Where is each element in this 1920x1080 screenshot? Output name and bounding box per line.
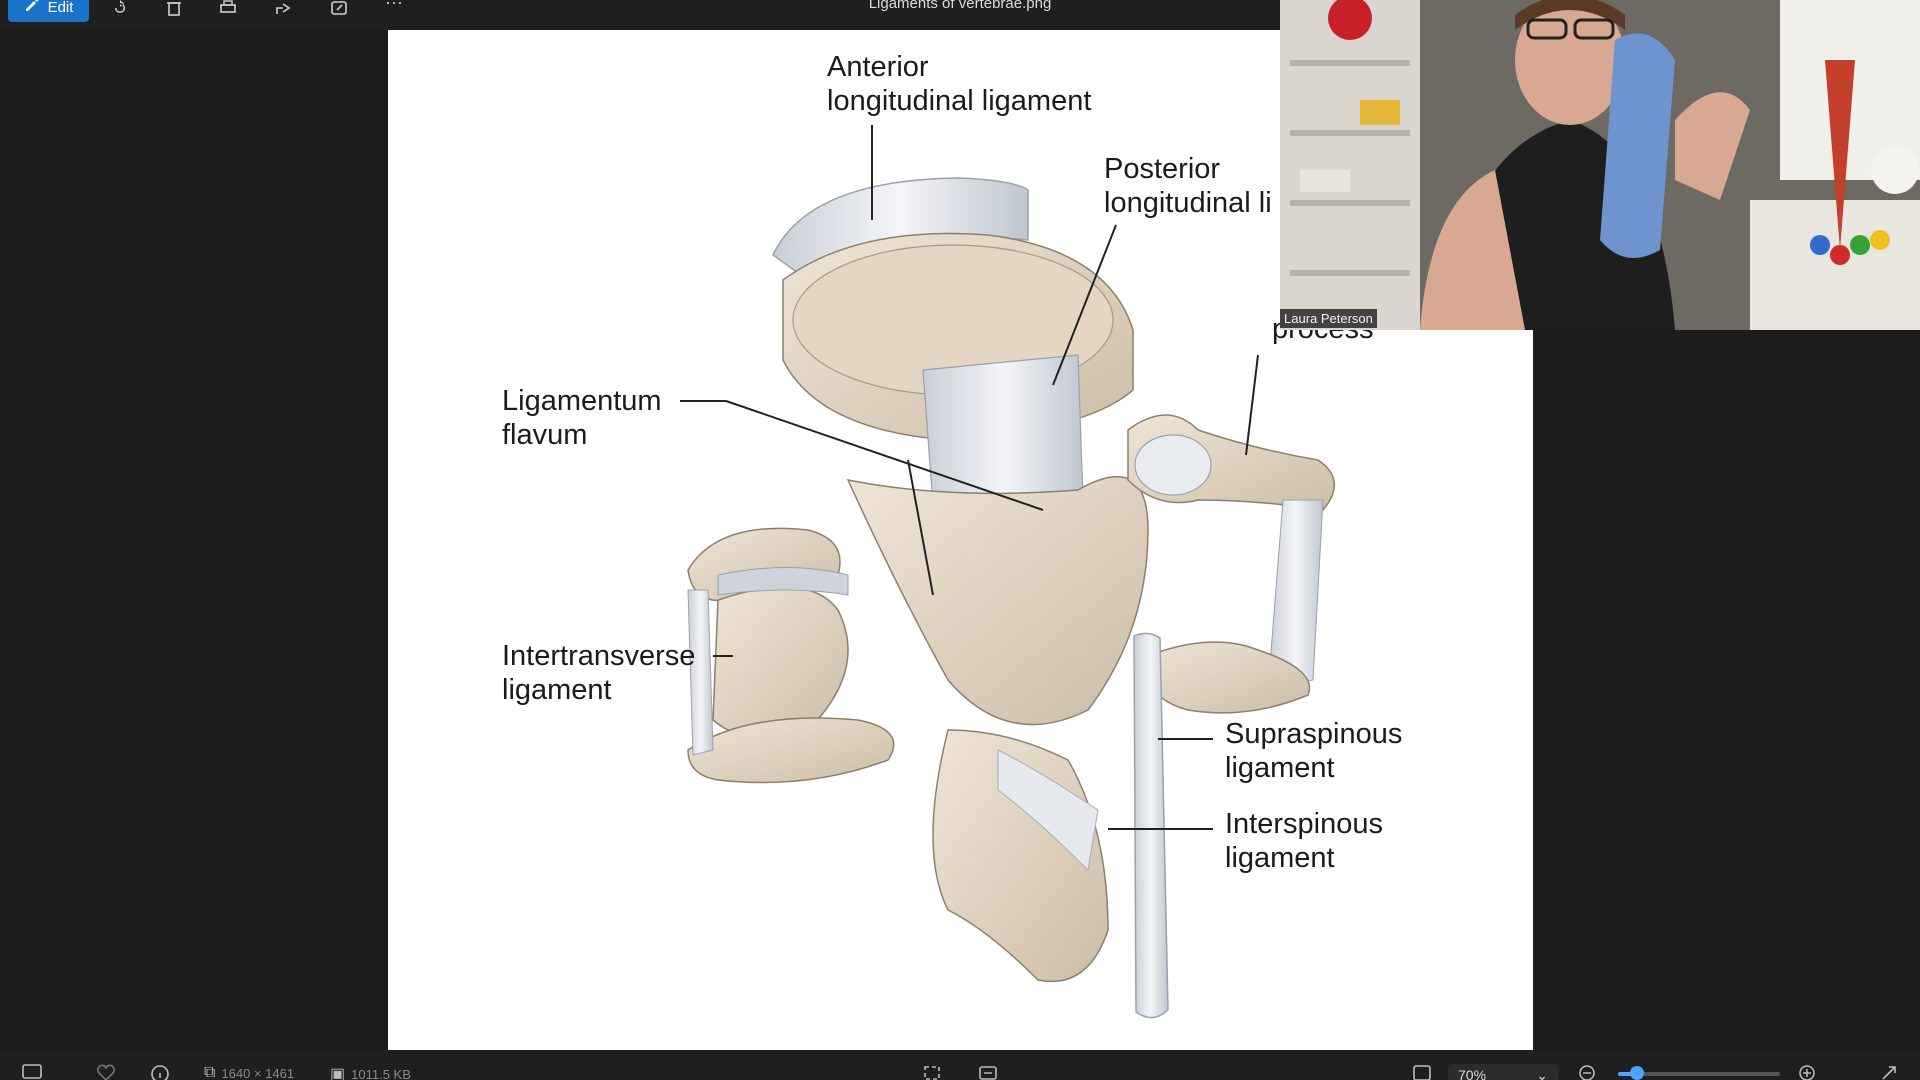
facet-joint [1134, 434, 1212, 496]
participant-name-tag: Laura Peterson [1280, 309, 1377, 328]
label-intertransverse-line2: ligament [502, 674, 612, 706]
chevron-down-icon: ⌄ [1536, 1066, 1548, 1080]
zoom-slider-thumb[interactable] [1630, 1066, 1645, 1080]
label-anterior-line2: longitudinal ligament [827, 85, 1092, 117]
window-title: Ligaments of vertebrae.png [868, 0, 1052, 12]
intervertebral-disc [717, 567, 849, 596]
participant-video[interactable] [1280, 0, 1920, 330]
fullscreen-image-icon[interactable] [1412, 1064, 1432, 1080]
label-flavum-line1: Ligamentum [502, 385, 662, 417]
dimensions-info: ⧉ 1640 × 1461 [204, 1064, 294, 1080]
posterior-ligament-shape [922, 354, 1084, 512]
lamina-shape [846, 475, 1149, 726]
zoom-slider[interactable] [1618, 1066, 1780, 1080]
edit-button[interactable]: Edit [8, 0, 89, 22]
image-size-icon: ⧉ [204, 1064, 216, 1080]
label-flavum-line2: flavum [502, 419, 588, 451]
fit-to-window-icon[interactable] [922, 1064, 942, 1080]
file-size: 1011.5 KB [351, 1066, 411, 1080]
label-anterior-line1: Anterior [827, 51, 929, 83]
right-intertransverse-shape [1267, 499, 1324, 691]
filmstrip-icon[interactable] [22, 1064, 42, 1080]
status-bar: ⧉ 1640 × 1461 ▣ 1011.5 KB 70% ⌄ [0, 1050, 1920, 1080]
lower-vertebral-body [712, 586, 849, 739]
delete-icon[interactable] [162, 0, 186, 20]
more-icon[interactable]: ··· [385, 0, 403, 12]
supraspinous-ligament-shape [1133, 632, 1169, 1019]
leader-lines [680, 125, 1259, 830]
rotate-icon[interactable] [108, 0, 132, 20]
zoom-slider-fill [1618, 1072, 1638, 1076]
zoom-out-icon[interactable] [1578, 1064, 1596, 1080]
label-posterior-line2: longitudinal li [1104, 187, 1272, 219]
disk-icon: ▣ [330, 1066, 346, 1080]
zoom-in-icon[interactable] [1798, 1064, 1816, 1080]
intertransverse-ligament-shape [687, 589, 714, 756]
zoom-level-value: 70% [1458, 1067, 1487, 1080]
vertebrae-illustration [680, 125, 1336, 1019]
label-interspinous-line2: ligament [1225, 842, 1335, 874]
zoom-level-select[interactable]: 70% ⌄ [1448, 1064, 1558, 1080]
label-intertransverse-line1: Intertransverse [502, 640, 696, 672]
print-icon[interactable] [216, 0, 240, 20]
right-lower-transverse [1137, 641, 1311, 714]
interspinous-fan [997, 749, 1099, 872]
edit-button-label: Edit [47, 0, 74, 16]
actual-size-icon[interactable] [978, 1064, 998, 1080]
left-lower-transverse [687, 717, 895, 784]
filesize-info: ▣ 1011.5 KB [330, 1064, 411, 1080]
edit-pen-icon [24, 0, 40, 17]
label-interspinous-line1: Interspinous [1225, 808, 1383, 840]
open-with-icon[interactable] [327, 0, 351, 20]
image-dimensions: 1640 × 1461 [221, 1065, 295, 1080]
favorite-icon[interactable] [96, 1064, 116, 1080]
label-supraspinous-line1: Supraspinous [1225, 718, 1403, 750]
expand-icon[interactable] [1880, 1064, 1898, 1080]
share-icon[interactable] [271, 0, 295, 20]
video-frame [1280, 0, 1920, 330]
label-posterior-line1: Posterior [1104, 153, 1221, 185]
info-icon[interactable] [150, 1064, 170, 1080]
label-supraspinous-line2: ligament [1225, 752, 1335, 784]
